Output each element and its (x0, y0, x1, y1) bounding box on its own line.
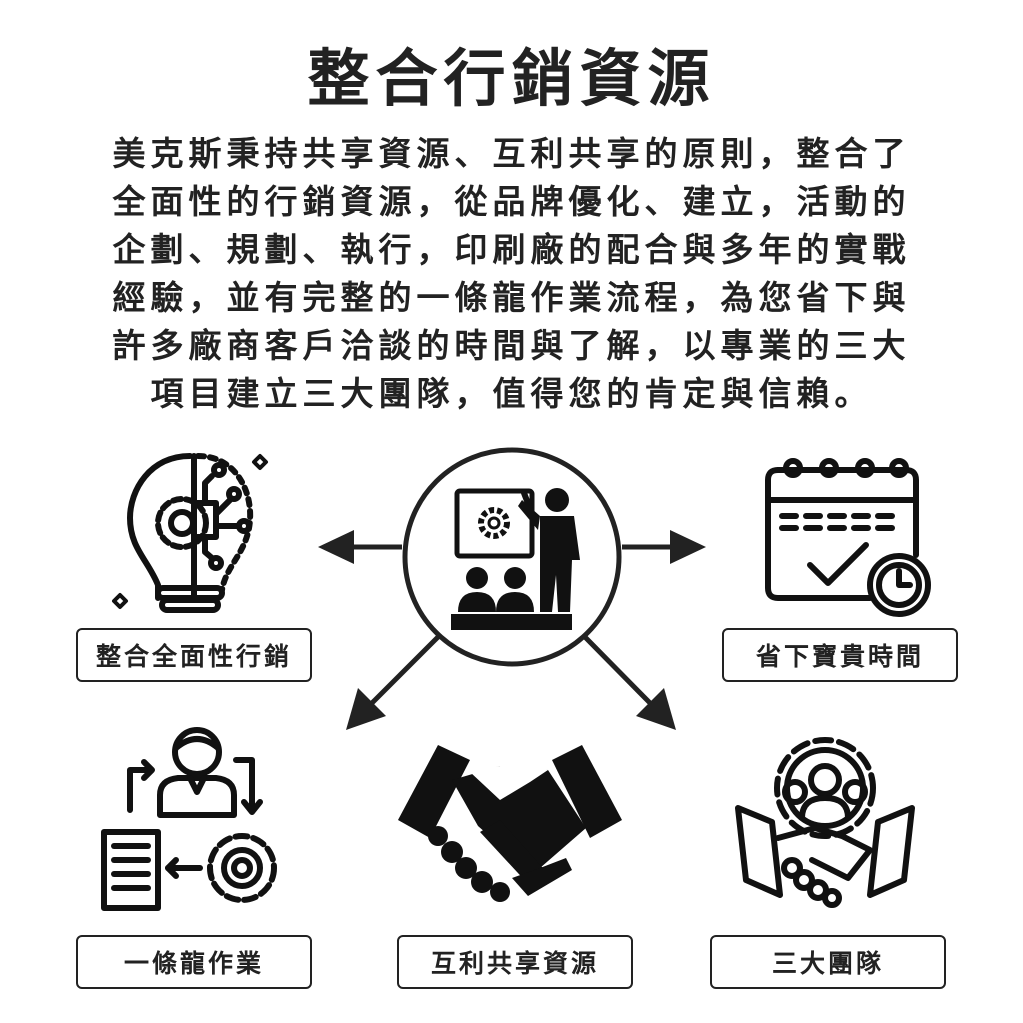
intro-line: 項目建立三大團隊，值得您的肯定與信賴。 (150, 374, 873, 413)
page-title: 整合行銷資源 (307, 42, 716, 115)
handshake-icon (398, 745, 622, 902)
presentation-icon (451, 488, 580, 630)
intro-line: 企劃、規劃、執行，印刷廠的配合與多年的實戰 (112, 230, 911, 269)
team-handshake-icon (735, 737, 915, 908)
intro-line: 全面性的行銷資源，從品牌優化、建立，活動的 (112, 182, 911, 221)
label-integrated-marketing: 整合全面性行銷 (76, 628, 312, 682)
label-three-teams: 三大團隊 (710, 935, 946, 989)
label-save-time: 省下寶貴時間 (722, 628, 958, 682)
workflow-icon (101, 727, 277, 911)
arrow-down-left (346, 633, 442, 730)
arrow-left (318, 530, 402, 564)
label-one-stop: 一條龍作業 (76, 935, 312, 989)
intro-line: 經驗，並有完整的一條龍作業流程，為您省下與 (112, 278, 911, 317)
intro-line: 美克斯秉持共享資源、互利共享的原則，整合了 (112, 134, 911, 173)
intro-line: 許多廠商客戶洽談的時間與了解，以專業的三大 (112, 326, 911, 365)
arrow-down-right (581, 633, 676, 730)
calendar-clock-icon (765, 458, 931, 617)
lightbulb-gear-icon (112, 453, 268, 613)
intro-paragraph: 美克斯秉持共享資源、互利共享的原則，整合了 全面性的行銷資源，從品牌優化、建立，… (40, 130, 983, 418)
label-mutual-share: 互利共享資源 (397, 935, 633, 989)
arrow-right (622, 530, 706, 564)
